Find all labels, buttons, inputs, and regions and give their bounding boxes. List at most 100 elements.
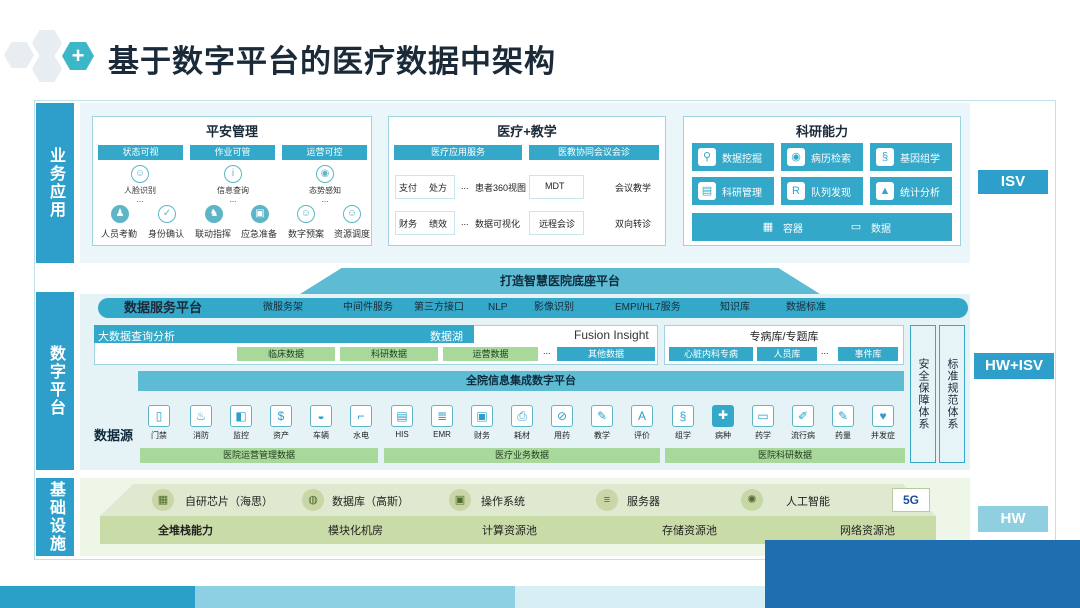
research-item: ◉病历检索 <box>781 143 863 171</box>
safe-management-card: 平安管理 状态可视 作业可管 运营可控 ☺ i ◉ 人脸识别 信息查询 态势感知… <box>92 116 372 246</box>
ds-item: ▤HIS <box>387 405 417 439</box>
research-data: 科研数据 <box>340 347 438 361</box>
isv-badge: ISV <box>978 170 1048 194</box>
service-item: 第三方接口 <box>414 302 464 313</box>
query-title: 大数据查询分析 <box>98 331 175 343</box>
ds-label: 用药 <box>554 431 570 440</box>
special-item: 心脏内科专病 <box>669 347 753 361</box>
camera-icon: ◧ <box>230 405 252 427</box>
his-icon: ▤ <box>391 405 413 427</box>
infra-top-item: 操作系统 <box>481 496 525 508</box>
command-icon: ♞ <box>205 205 223 223</box>
dropper-icon: ✎ <box>832 405 854 427</box>
diagram-frame <box>34 100 1056 560</box>
ds-item: ▣财务 <box>467 405 497 441</box>
clinical-data: 临床数据 <box>237 347 335 361</box>
ellipsis: ... <box>321 195 329 204</box>
operation-data: 运营数据 <box>443 347 538 361</box>
other-data: 其他数据 <box>557 347 655 361</box>
row1-label: 信息查询 <box>217 186 249 195</box>
ds-label: 耗材 <box>514 431 530 440</box>
plan-icon: ☺ <box>297 205 315 223</box>
service-item: 数据标准 <box>786 302 826 313</box>
door-icon: ▯ <box>148 405 170 427</box>
research-item: ⚲数据挖掘 <box>692 143 774 171</box>
watermark-banner <box>765 540 1080 608</box>
group-operation: 医院运营管理数据 <box>140 448 378 463</box>
ds-label: 药量 <box>835 431 851 440</box>
special-item: 事件库 <box>838 347 898 361</box>
layer-label-business: 业务应用 <box>36 103 74 263</box>
research-item: ▤科研管理 <box>692 177 774 205</box>
lake-label: 数据湖 <box>430 331 463 343</box>
item: 绩效 <box>429 219 448 229</box>
container-icon: ▦ <box>762 221 774 233</box>
container-data-bar: ▦容器 ▭数据 <box>692 213 952 241</box>
ds-item: ✐流行病 <box>788 405 818 441</box>
ds-label: EMR <box>433 430 451 439</box>
infra-top-item: 数据库（高斯） <box>332 496 409 508</box>
item: 支付 <box>399 183 418 193</box>
finance-icon: ▣ <box>471 405 493 427</box>
card-title: 科研能力 <box>795 124 848 139</box>
dna-icon: § <box>876 148 894 166</box>
plus-icon: + <box>62 42 94 70</box>
special-db-title: 专病库/专题库 <box>749 331 819 343</box>
chip: 作业可管 <box>190 145 275 160</box>
special-item: 人员库 <box>757 347 817 361</box>
row1-label: 态势感知 <box>309 186 341 195</box>
infra-bottom-shape <box>100 516 936 544</box>
research-item-label: 病历检索 <box>811 153 851 165</box>
research-item-label: 基因组学 <box>900 153 940 165</box>
sense-icon: ◉ <box>316 165 334 183</box>
ds-item: ✎ 药量 <box>828 405 858 441</box>
hex-decoration <box>32 30 62 56</box>
service-row: 数据服务平台 微服务架 中间件服务 第三方接口 NLP 影像识别 EMPI/HL… <box>98 298 968 318</box>
asset-icon: $ <box>270 405 292 427</box>
infra-top-item: 人工智能 <box>786 496 830 508</box>
security-system-box: 安全保障体系 <box>910 325 936 463</box>
infra-top-item: 服务器 <box>627 496 660 508</box>
service-item: 中间件服务 <box>343 302 393 313</box>
ds-item: ✚病种 <box>708 405 738 441</box>
hw-isv-badge: HW+ISV <box>974 353 1054 379</box>
item: MDT <box>545 181 565 191</box>
person-icon: ☺ <box>131 165 149 183</box>
item: 数据可视化 <box>475 219 521 229</box>
item: 患者360视图 <box>475 183 527 193</box>
ds-label: 组学 <box>675 431 691 440</box>
item: 处方 <box>429 183 448 193</box>
pill-icon: ⊘ <box>551 405 573 427</box>
standard-system-box: 标准规范体系 <box>939 325 965 463</box>
hex-decoration <box>32 56 62 82</box>
row2-label: 身份确认 <box>147 229 184 239</box>
ds-label: 监控 <box>233 431 249 440</box>
database-icon: ◍ <box>302 489 324 511</box>
datasource-label: 数据源 <box>94 428 134 443</box>
ds-label: 评价 <box>634 431 650 440</box>
item: 财务 <box>399 219 418 229</box>
server-icon: ≡ <box>596 489 618 511</box>
medical-kit-icon: ✚ <box>712 405 734 427</box>
infra-bottom-item: 存储资源池 <box>662 525 717 537</box>
footer-bar <box>195 586 515 608</box>
ai-icon: ✺ <box>741 489 763 511</box>
ds-item: ⊘ 用药 <box>547 405 577 441</box>
infra-bottom-item: 模块化机房 <box>328 525 383 537</box>
team-icon: ♟ <box>111 205 129 223</box>
infra-bottom-item: 网络资源池 <box>840 525 895 537</box>
banner-text: 打造智慧医院底座平台 <box>499 274 620 288</box>
container-label: 容器 <box>783 223 803 235</box>
ellipsis: ... <box>543 346 551 356</box>
dispatch-icon: ☺ <box>343 205 361 223</box>
fire-icon: ♨ <box>190 405 212 427</box>
infra-bottom-item: 计算资源池 <box>482 525 537 537</box>
layer-label-infra: 基础设施 <box>36 478 74 556</box>
chip-icon: ▦ <box>152 489 174 511</box>
heartbeat-icon: ♥ <box>872 405 894 427</box>
research-item: § 基因组学 <box>870 143 952 171</box>
ds-item: §组学 <box>668 405 698 441</box>
item: ... <box>461 217 469 227</box>
hex-decoration <box>4 42 34 68</box>
